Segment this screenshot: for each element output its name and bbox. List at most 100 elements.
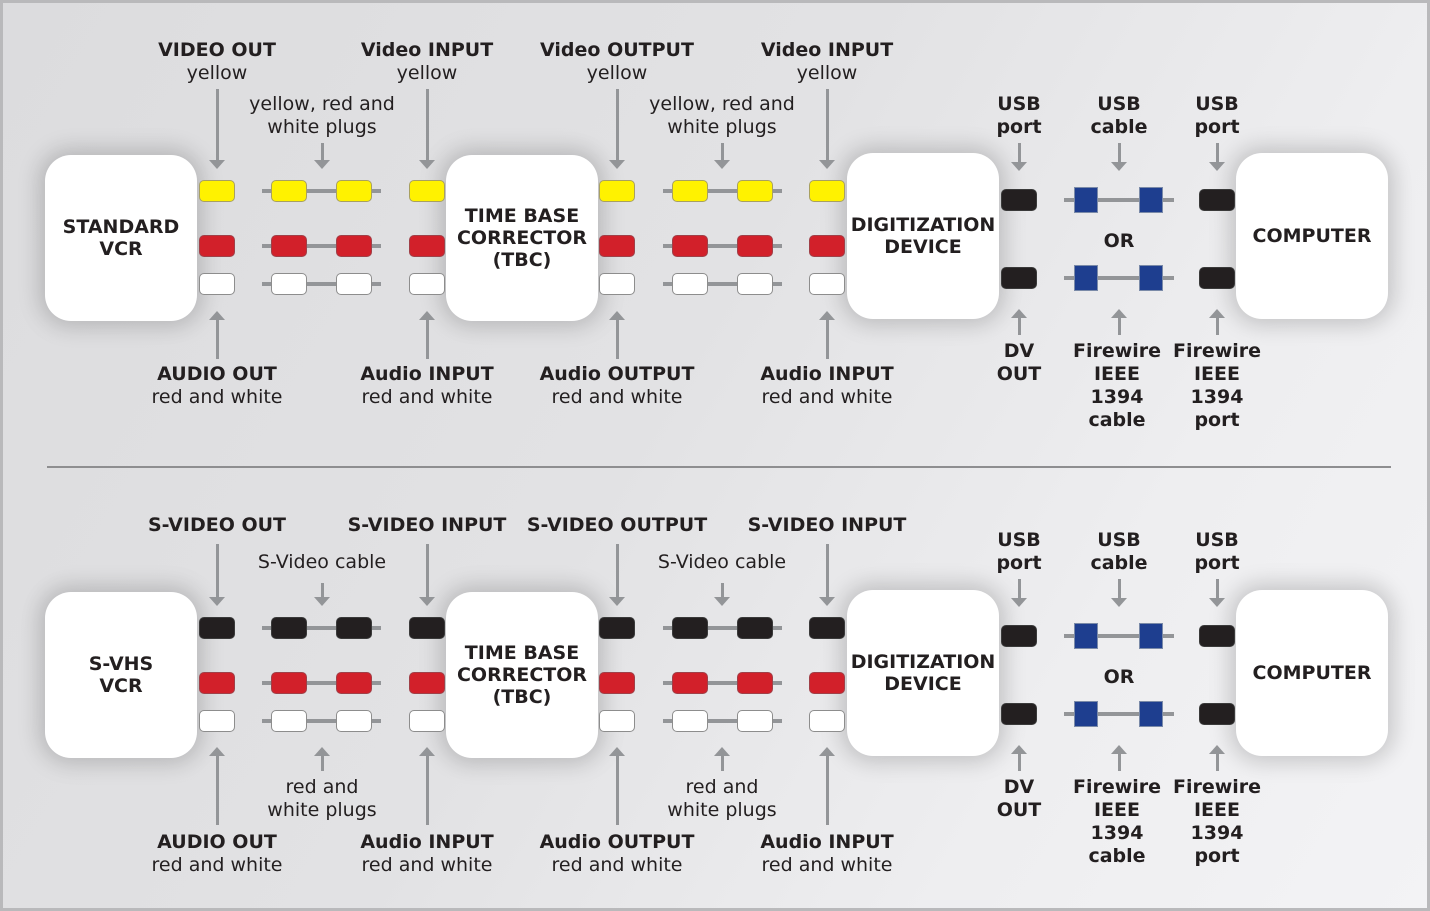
label-title: VIDEO OUT (158, 39, 276, 61)
computer-port (1199, 625, 1235, 647)
cable-plug-red (672, 672, 708, 694)
cable-wire (262, 626, 381, 630)
arrow-up-icon (419, 311, 435, 320)
port-red (599, 672, 635, 694)
arrow-shaft (425, 753, 429, 825)
cable-plug-red (336, 672, 372, 694)
cable-connector-blue (1139, 265, 1163, 291)
arrow-shaft (1017, 579, 1021, 601)
cable-connector-blue (1139, 623, 1163, 649)
label-title: Firewire IEEE 1394 cable (1072, 340, 1162, 431)
label-title: S-VIDEO OUT (147, 514, 287, 536)
arrow-up-icon (209, 311, 225, 320)
digital-bottom-label: Firewire IEEE 1394 port (1173, 340, 1261, 432)
device-box-source-vcr: S-VHS VCR (45, 592, 197, 758)
digital-top-label: USB cable (1090, 93, 1147, 139)
port-red (199, 672, 235, 694)
arrow-down-icon (714, 160, 730, 169)
arrow-up-icon (609, 747, 625, 756)
label-subtitle: yellow (396, 62, 458, 84)
arrow-shaft (320, 143, 324, 163)
device-box-computer: COMPUTER (1236, 590, 1388, 756)
cable-connector-blue (1074, 701, 1098, 727)
cable-plug-yellow (336, 180, 372, 202)
arrow-down-icon (1111, 598, 1127, 607)
digital-top-label: USB port (1194, 93, 1239, 139)
arrow-shaft (1215, 751, 1219, 771)
port-yellow (409, 180, 445, 202)
arrow-up-icon (419, 747, 435, 756)
port-white (809, 710, 845, 732)
arrow-shaft (825, 317, 829, 359)
label-subtitle: red and white (151, 386, 283, 408)
device-box-digitizer: DIGITIZATION DEVICE (847, 153, 999, 319)
label-title: Video INPUT (760, 39, 894, 61)
arrow-shaft (320, 583, 324, 600)
label-title: USB port (1194, 529, 1240, 574)
arrow-up-icon (819, 747, 835, 756)
arrow-shaft (825, 544, 829, 600)
port-yellow (599, 180, 635, 202)
arrow-down-icon (819, 597, 835, 606)
port-black (599, 617, 635, 639)
cable-wire (663, 189, 782, 193)
arrow-shaft (1215, 315, 1219, 335)
label-title: USB cable (1090, 93, 1148, 138)
cable-plug-white (271, 710, 307, 732)
arrow-up-icon (1209, 309, 1225, 318)
cable-wire (1064, 712, 1174, 716)
arrow-shaft (720, 753, 724, 771)
port-label: S-VIDEO INPUT (748, 514, 907, 537)
cable-wire (1064, 634, 1174, 638)
cable-plug-red (271, 235, 307, 257)
port-white (599, 710, 635, 732)
cable-connector-blue (1074, 187, 1098, 213)
arrow-shaft (215, 544, 219, 600)
arrow-up-icon (1011, 309, 1027, 318)
cable-plug-white (336, 710, 372, 732)
cable-plug-red (271, 672, 307, 694)
cable-label: yellow, red and white plugs (249, 93, 395, 139)
arrow-shaft (1215, 143, 1219, 165)
arrow-up-icon (1011, 745, 1027, 754)
arrow-shaft (425, 544, 429, 600)
label-title: USB port (996, 93, 1042, 138)
label-subtitle: yellow, red and white plugs (649, 93, 795, 138)
port-white (199, 710, 235, 732)
label-subtitle: S-Video cable (657, 551, 787, 573)
cable-plug-black (737, 617, 773, 639)
arrow-shaft (215, 89, 219, 163)
device-box-digitizer: DIGITIZATION DEVICE (847, 590, 999, 756)
device-box-computer: COMPUTER (1236, 153, 1388, 319)
port-label: S-VIDEO INPUT (348, 514, 507, 537)
arrow-shaft (615, 753, 619, 825)
arrow-shaft (720, 143, 724, 163)
arrow-down-icon (819, 160, 835, 169)
arrow-shaft (1215, 579, 1219, 601)
digitizer-port (1001, 625, 1037, 647)
label-title: DV OUT (996, 340, 1042, 385)
label-subtitle: red and white (761, 854, 893, 876)
cable-connector-blue (1139, 187, 1163, 213)
port-white (599, 273, 635, 295)
arrow-up-icon (819, 311, 835, 320)
cable-plug-black (672, 617, 708, 639)
port-white (409, 273, 445, 295)
arrow-up-icon (314, 747, 330, 756)
arrow-shaft (1117, 579, 1121, 601)
arrow-down-icon (1111, 162, 1127, 171)
cable-plug-black (336, 617, 372, 639)
cable-wire (262, 719, 381, 723)
label-title: S-VIDEO INPUT (347, 514, 507, 536)
cable-plug-white (672, 273, 708, 295)
arrow-shaft (1017, 315, 1021, 335)
cable-plug-white (271, 273, 307, 295)
arrow-shaft (615, 317, 619, 359)
cable-plug-white (737, 273, 773, 295)
